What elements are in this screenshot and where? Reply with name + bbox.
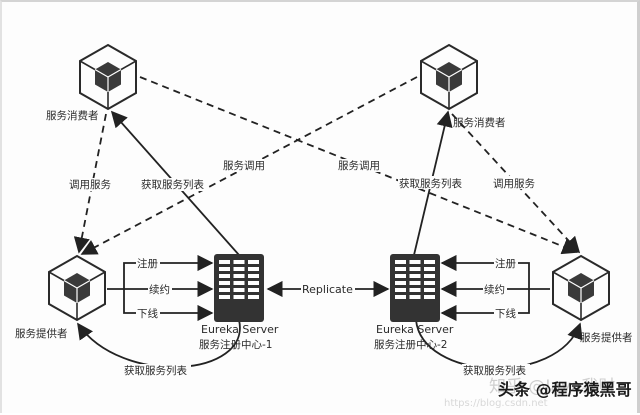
server-1-name: Eureka Server (201, 323, 279, 336)
consumer-left-label: 服务消费者 (46, 109, 99, 122)
provider-left-label: 服务提供者 (15, 327, 68, 340)
edge-call-cross-rl (80, 76, 418, 255)
cube-icon (48, 255, 106, 321)
edge-label-invoke-right: 调用服务 (493, 177, 535, 190)
edge-cancel-right (440, 289, 530, 322)
edge-register-right (440, 254, 530, 289)
edge-label-call-cross-left: 服务调用 (223, 159, 265, 172)
edge-label-invoke-left: 调用服务 (69, 178, 111, 191)
provider-right-node (552, 255, 610, 321)
edge-label-renew-right: 续约 (484, 283, 505, 296)
consumer-right-node (420, 44, 478, 110)
server-2-name: Eureka Server (376, 323, 454, 336)
edge-call-cross-lr (139, 76, 579, 255)
watermark-faint-url: https://blog.csdn.net (444, 398, 548, 409)
server-2-label: 服务注册中心-2 (374, 338, 447, 351)
server-rack-icon (390, 254, 440, 322)
consumer-right-label: 服务消费者 (453, 116, 506, 129)
cube-icon (552, 255, 610, 321)
server-rack-icon (214, 254, 264, 322)
edge-cancel-left (123, 289, 214, 322)
server-1-label: 服务注册中心-1 (199, 338, 272, 351)
consumer-left-node (79, 44, 137, 110)
edge-label-call-cross-right: 服务调用 (338, 159, 380, 172)
edge-label-cancel-right: 下线 (495, 307, 516, 320)
server-2-node (390, 254, 440, 322)
edge-label-fetch-consumer-right: 获取服务列表 (399, 177, 462, 190)
watermark-faint-text: 知乎 @Java我财 (489, 377, 615, 397)
cube-icon (79, 44, 137, 110)
provider-right-label: 服务提供者 (580, 331, 633, 344)
edge-label-replicate: Replicate (302, 283, 353, 296)
edge-label-fetch-provider-right: 获取服务列表 (463, 364, 526, 377)
watermark-main-text: 头条 @程序猿黑哥 (498, 380, 632, 399)
edge-invoke-right (451, 113, 581, 254)
server-1-node (214, 254, 264, 322)
watermark: 知乎 @Java我财 https://blog.csdn.net 头条 @程序猿… (444, 377, 632, 409)
edge-register-left (123, 254, 214, 289)
connectors (73, 76, 583, 370)
edge-label-register-right: 注册 (495, 257, 516, 270)
cube-icon (420, 44, 478, 110)
edge-label-register-left: 注册 (137, 257, 158, 270)
labels: 服务消费者 服务消费者 服务提供者 服务提供者 Eureka Server 服务… (15, 109, 633, 377)
edge-label-renew-left: 续约 (149, 283, 170, 296)
edge-label-fetch-provider-left: 获取服务列表 (124, 364, 187, 377)
provider-left-node (48, 255, 106, 321)
edge-label-cancel-left: 下线 (137, 307, 158, 320)
edge-label-fetch-consumer-left: 获取服务列表 (141, 178, 204, 191)
